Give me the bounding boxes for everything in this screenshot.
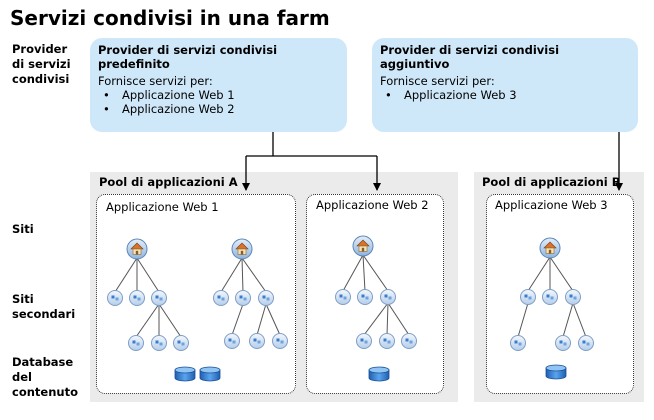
provider-default-services-label: Fornisce servizi per:: [98, 74, 213, 88]
subsite-icon: [151, 290, 167, 306]
subsite-icon: [335, 289, 351, 305]
home-icon: [126, 238, 148, 260]
site-trees: [107, 235, 594, 351]
provider-default-app-list: Applicazione Web 1 Applicazione Web 2: [98, 88, 339, 116]
subsite-icon: [380, 289, 396, 305]
web-app-3-label: Applicazione Web 3: [495, 198, 608, 212]
subsite-icon: [235, 290, 251, 306]
subsite-icon: [151, 335, 167, 351]
provider-additional-services-label: Fornisce servizi per:: [380, 74, 495, 88]
subsite-icon: [213, 290, 229, 306]
subsite-icon: [272, 333, 288, 349]
subsite-icon: [173, 335, 189, 351]
subsite-icon: [107, 290, 123, 306]
subsite-icon: [578, 335, 594, 351]
subsite-icon: [555, 335, 571, 351]
row-label-sites: Siti: [12, 222, 34, 236]
diagram-title: Servizi condivisi in una farm: [10, 6, 330, 30]
row-label-subsites: Siti secondari: [12, 292, 76, 321]
content-databases: [174, 364, 567, 382]
subsite-icon: [356, 333, 372, 349]
subsite-icon: [249, 333, 265, 349]
row-label-providers: Provider di servizi condivisi: [12, 42, 71, 86]
app-pool-b-title: Pool di applicazioni B: [482, 175, 621, 189]
home-icon: [352, 235, 374, 257]
row-label-databases: Database del contenuto: [12, 355, 78, 399]
subsite-icon: [379, 333, 395, 349]
web-app-2-label: Applicazione Web 2: [316, 198, 429, 212]
provider-additional: Provider di servizi condivisi aggiuntivo…: [372, 38, 638, 132]
provider-additional-app-list: Applicazione Web 3: [380, 88, 630, 102]
database-icon: [199, 366, 221, 382]
subsite-icon: [129, 290, 145, 306]
subsite-icon: [520, 289, 536, 305]
home-icon: [539, 237, 561, 259]
subsite-icon: [258, 290, 274, 306]
provider-default-heading: Provider di servizi condivisi predefinit…: [98, 43, 278, 71]
connector-default-provider: [242, 132, 381, 191]
subsite-icon: [510, 335, 526, 351]
subsite-icon: [565, 289, 581, 305]
database-icon: [368, 366, 390, 382]
web-app-3: Applicazione Web 3: [486, 194, 634, 394]
database-icon: [545, 364, 567, 380]
subsite-icon: [357, 289, 373, 305]
provider-additional-heading: Provider di servizi condivisi aggiuntivo: [380, 43, 560, 71]
home-icon: [231, 238, 253, 260]
provider-default: Provider di servizi condivisi predefinit…: [90, 38, 347, 132]
web-app-2: Applicazione Web 2: [306, 194, 444, 394]
subsite-icon: [224, 333, 240, 349]
app-pool-a-title: Pool di applicazioni A: [99, 175, 238, 189]
provider-additional-app: Applicazione Web 3: [380, 88, 630, 102]
provider-default-app: Applicazione Web 1: [98, 88, 339, 102]
database-icon: [174, 366, 196, 382]
subsite-icon: [542, 289, 558, 305]
provider-default-app: Applicazione Web 2: [98, 102, 339, 116]
subsite-icon: [128, 335, 144, 351]
subsite-icon: [401, 333, 417, 349]
web-app-1-label: Applicazione Web 1: [106, 200, 219, 214]
